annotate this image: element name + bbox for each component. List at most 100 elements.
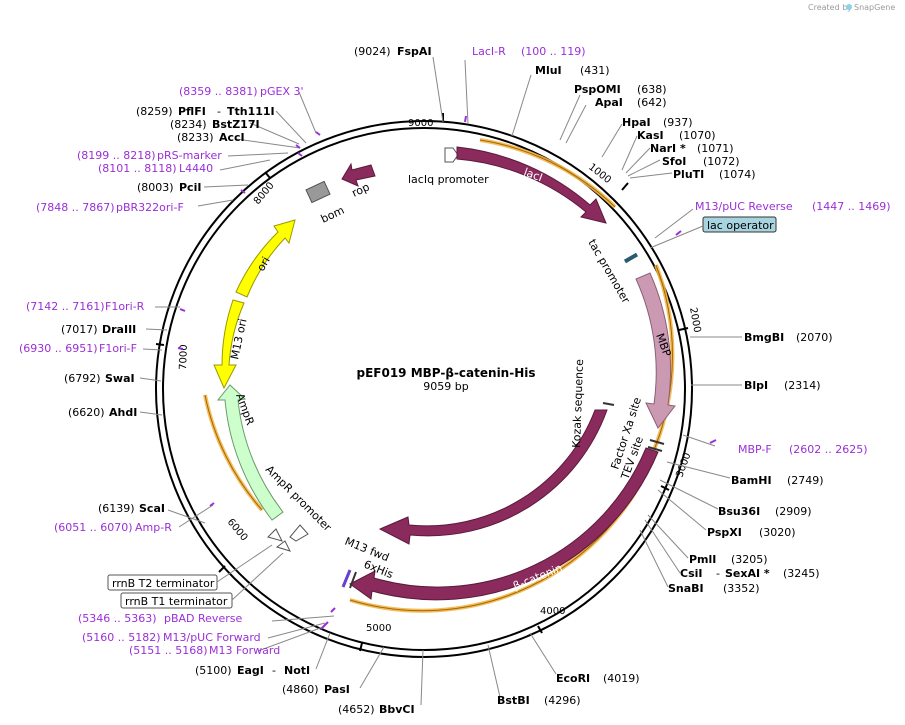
site-csii[interactable]: CsiI xyxy=(680,567,702,580)
tick-3000 xyxy=(660,485,670,491)
tick-2000 xyxy=(678,327,689,331)
ori-arrow[interactable] xyxy=(235,219,296,298)
label-tac-promoter: tac promoter xyxy=(585,237,632,306)
site-bstz17i-pos: (8234) xyxy=(170,118,207,131)
tick-6000 xyxy=(218,565,226,573)
primer-pbadrev[interactable]: pBAD Reverse xyxy=(164,612,242,625)
site-snabi-pos: (3352) xyxy=(723,582,760,595)
site-kasi[interactable]: KasI xyxy=(637,129,664,142)
site-mlui[interactable]: MluI xyxy=(535,64,562,77)
rrnb-t2-label-box[interactable]: rrnB T2 terminator xyxy=(107,574,218,591)
site-bbvci-pos: (4652) xyxy=(338,703,375,716)
site-pspomi[interactable]: PspOMI xyxy=(574,83,621,96)
tick-5000 xyxy=(359,642,363,652)
ampr-promoter-arrow[interactable] xyxy=(289,524,309,542)
primer-pgex3[interactable]: pGEX 3' xyxy=(260,85,304,98)
tick-7000 xyxy=(155,343,165,346)
site-blpi[interactable]: BlpI xyxy=(744,379,768,392)
tev-mark xyxy=(647,446,663,452)
site-pcii[interactable]: PciI xyxy=(179,181,201,194)
site-ecori[interactable]: EcoRI xyxy=(556,672,590,685)
site-fspai-pos: (9024) xyxy=(354,45,391,58)
primer-pbr322[interactable]: pBR322ori-F xyxy=(116,201,184,214)
primer-f1orif-range: (6930 .. 6951) xyxy=(19,342,98,355)
tick-8000 xyxy=(264,171,271,179)
beta-catenin-arrow[interactable] xyxy=(349,447,659,601)
bom-box[interactable] xyxy=(305,180,331,204)
site-bsu36i-pos: (2909) xyxy=(775,505,812,518)
lacIq-promoter-arrow[interactable] xyxy=(444,147,459,163)
site-bamhi-pos: (2749) xyxy=(787,474,824,487)
label-kozak: Kozak sequence xyxy=(570,359,586,448)
site-ahdi[interactable]: AhdI xyxy=(109,406,137,419)
primer-pgex3-range: (8359 .. 8381) xyxy=(179,85,258,98)
site-pflfi[interactable]: PflFI xyxy=(178,105,206,118)
site-nari[interactable]: NarI * xyxy=(650,142,686,155)
site-acci[interactable]: AccI xyxy=(219,131,245,144)
site-bsu36i[interactable]: Bsu36I xyxy=(718,505,760,518)
site-ecori-pos: (4019) xyxy=(603,672,640,685)
site-hpai[interactable]: HpaI xyxy=(622,116,651,129)
primer-m13puc-fwd[interactable]: M13/pUC Forward xyxy=(163,631,261,644)
site-bmgbi[interactable]: BmgBI xyxy=(744,331,784,344)
site-bbvci[interactable]: BbvCI xyxy=(379,703,415,716)
primer-prs[interactable]: pRS-marker xyxy=(157,149,222,162)
site-snabi[interactable]: SnaBI xyxy=(668,582,704,595)
site-tth111i[interactable]: Tth111I xyxy=(227,105,275,118)
site-sexai-pos: (3245) xyxy=(783,567,820,580)
site-pspxi-pos: (3020) xyxy=(759,526,796,539)
site-acci-pos: (8233) xyxy=(177,131,214,144)
primer-m13puc-rev[interactable]: M13/pUC Reverse xyxy=(695,200,793,213)
site-eagi-pos: (5100) xyxy=(195,664,232,677)
site-sexai[interactable]: SexAI * xyxy=(725,567,770,580)
primer-l4440-range: (8101 .. 8118) xyxy=(98,162,177,175)
site-sfoi[interactable]: SfoI xyxy=(662,155,686,168)
lac-operator-label-box[interactable]: lac operator xyxy=(702,216,777,233)
site-pmli[interactable]: PmlI xyxy=(689,553,716,566)
plasmid-size: 9059 bp xyxy=(423,380,468,393)
site-eagi[interactable]: EagI xyxy=(237,664,264,677)
label-lac-operator: lac operator xyxy=(707,219,774,232)
primer-m13puc-fwd-range: (5160 .. 5182) xyxy=(82,631,161,644)
site-swai[interactable]: SwaI xyxy=(105,372,135,385)
site-pasi-pos: (4860) xyxy=(282,683,319,696)
site-apai[interactable]: ApaI xyxy=(595,96,623,109)
rop-arrow[interactable] xyxy=(341,162,376,187)
lac-operator-mark[interactable] xyxy=(623,252,639,264)
primer-m13f[interactable]: M13 Forward xyxy=(209,644,280,657)
primer-f1orif[interactable]: F1ori-F xyxy=(99,342,137,355)
primer-lacir[interactable]: LacI-R xyxy=(472,45,506,58)
site-pasi[interactable]: PasI xyxy=(324,683,350,696)
primer-f1orir[interactable]: F1ori-R xyxy=(105,300,145,313)
m13-ori-arrow[interactable] xyxy=(213,299,245,390)
ampr-arrow[interactable] xyxy=(216,384,284,521)
site-pspomi-pos: (638) xyxy=(637,83,667,96)
lacI-arrow[interactable] xyxy=(456,146,607,224)
mbp-arrow[interactable] xyxy=(635,272,676,429)
primer-l4440[interactable]: L4440 xyxy=(179,162,213,175)
site-fspai[interactable]: FspAI xyxy=(397,45,432,58)
ctnnb1-arrow[interactable] xyxy=(378,409,608,545)
site-nari-pos: (1071) xyxy=(697,142,734,155)
site-scai[interactable]: ScaI xyxy=(139,502,165,515)
snapgene-credit: Created by SnapGene xyxy=(808,3,895,12)
tick-label-2000: 2000 xyxy=(687,307,702,334)
site-kasi-pos: (1070) xyxy=(679,129,716,142)
site-noti[interactable]: NotI xyxy=(284,664,310,677)
rrnb-t1-label-box[interactable]: rrnB T1 terminator xyxy=(120,592,233,609)
site-draiii[interactable]: DraIII xyxy=(102,323,136,336)
site-pspxi[interactable]: PspXI xyxy=(707,526,742,539)
label-ori: ori xyxy=(254,255,272,274)
rrnb-t2-arrow xyxy=(267,528,283,542)
site-bamhi[interactable]: BamHI xyxy=(731,474,772,487)
tick-4000 xyxy=(537,625,543,634)
primer-mbpf[interactable]: MBP-F xyxy=(738,443,772,456)
site-pcii-pos: (8003) xyxy=(137,181,174,194)
site-pflfi-dash: - xyxy=(217,105,221,118)
site-draiii-pos: (7017) xyxy=(61,323,98,336)
site-bstz17i[interactable]: BstZ17I xyxy=(212,118,260,131)
site-pluti[interactable]: PluTI xyxy=(673,168,704,181)
site-bstbi[interactable]: BstBI xyxy=(497,694,530,707)
primer-ampr[interactable]: Amp-R xyxy=(135,521,172,534)
